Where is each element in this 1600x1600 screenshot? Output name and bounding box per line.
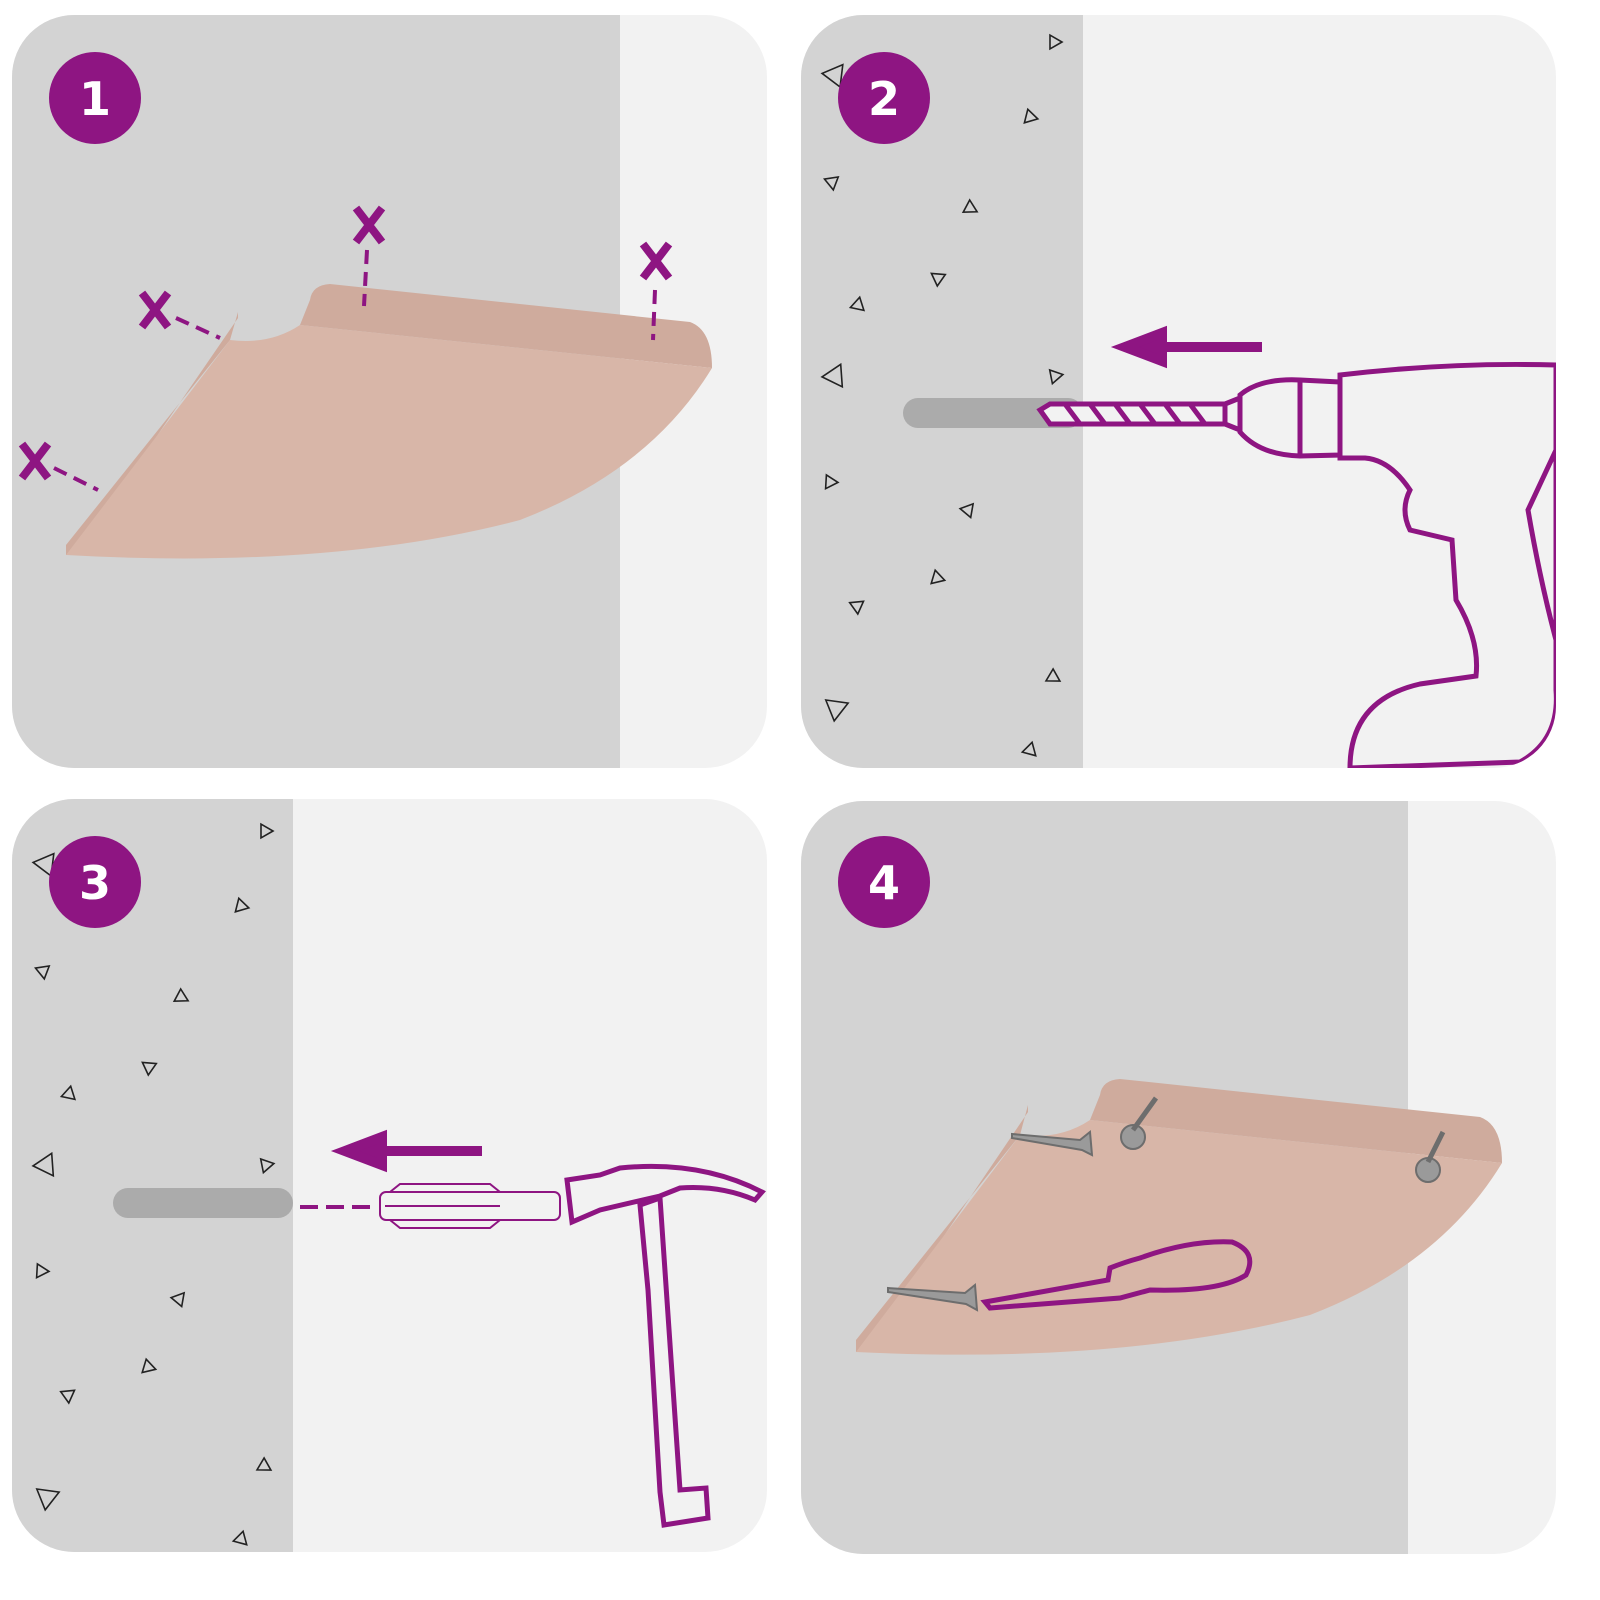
drill-icon bbox=[1036, 361, 1556, 768]
texture-triangle bbox=[35, 1262, 51, 1280]
step-2-panel: 2 bbox=[801, 15, 1556, 768]
screw-icon bbox=[887, 1096, 1446, 1312]
texture-triangle bbox=[259, 1157, 276, 1175]
texture-triangle bbox=[1044, 667, 1062, 682]
drill-hole bbox=[903, 398, 1083, 428]
texture-triangle bbox=[848, 295, 866, 312]
texture-triangle bbox=[1023, 107, 1040, 124]
texture-triangle bbox=[1049, 33, 1064, 51]
step-badge bbox=[838, 52, 930, 144]
wall bbox=[12, 799, 293, 1552]
texture-triangle bbox=[234, 896, 251, 913]
texture-triangle bbox=[961, 198, 979, 214]
step-3-panel: 3 bbox=[12, 799, 767, 1552]
hammer-icon bbox=[564, 1163, 766, 1528]
texture-triangle bbox=[820, 362, 844, 389]
drill-hole bbox=[113, 1188, 293, 1218]
texture-triangle bbox=[59, 1084, 77, 1101]
arrow-left-icon bbox=[1110, 325, 1262, 369]
step-number: 4 bbox=[868, 856, 900, 910]
wall-plug-icon bbox=[379, 1183, 561, 1229]
corner-shelf bbox=[66, 284, 712, 559]
texture-triangle bbox=[141, 1061, 158, 1077]
texture-triangle bbox=[35, 1488, 61, 1512]
texture-triangle bbox=[33, 965, 51, 981]
step-number: 1 bbox=[79, 72, 111, 126]
texture-triangle bbox=[59, 1389, 76, 1405]
texture-triangle bbox=[848, 600, 865, 616]
texture-triangle bbox=[1048, 368, 1065, 386]
step-4-panel: 4 bbox=[801, 801, 1556, 1554]
texture-triangle bbox=[255, 1456, 273, 1471]
step-1-panel: 1 bbox=[12, 15, 767, 768]
texture-triangle bbox=[958, 502, 975, 520]
mark-x-icon bbox=[18, 205, 673, 492]
texture-triangle bbox=[169, 1291, 186, 1309]
texture-triangle bbox=[824, 473, 840, 491]
texture-triangle bbox=[231, 1529, 248, 1546]
texture-triangle bbox=[1020, 740, 1037, 757]
step-badge bbox=[838, 836, 930, 928]
texture-triangle bbox=[820, 63, 844, 89]
texture-triangle bbox=[822, 176, 840, 192]
texture-triangle bbox=[31, 1151, 55, 1178]
texture-triangle bbox=[141, 1357, 158, 1374]
step-number: 3 bbox=[79, 856, 111, 910]
texture-triangle bbox=[930, 568, 947, 585]
concrete-texture bbox=[31, 822, 276, 1546]
texture-triangle bbox=[172, 987, 190, 1003]
concrete-texture bbox=[820, 33, 1065, 757]
texture-triangle bbox=[930, 272, 947, 288]
step-badge bbox=[49, 52, 141, 144]
texture-triangle bbox=[260, 822, 275, 840]
arrow-left-icon bbox=[330, 1129, 482, 1173]
wall bbox=[801, 15, 1083, 768]
screwdriver-icon bbox=[980, 1239, 1253, 1311]
step-badge bbox=[49, 836, 141, 928]
step-number: 2 bbox=[868, 72, 900, 126]
texture-triangle bbox=[824, 699, 850, 723]
